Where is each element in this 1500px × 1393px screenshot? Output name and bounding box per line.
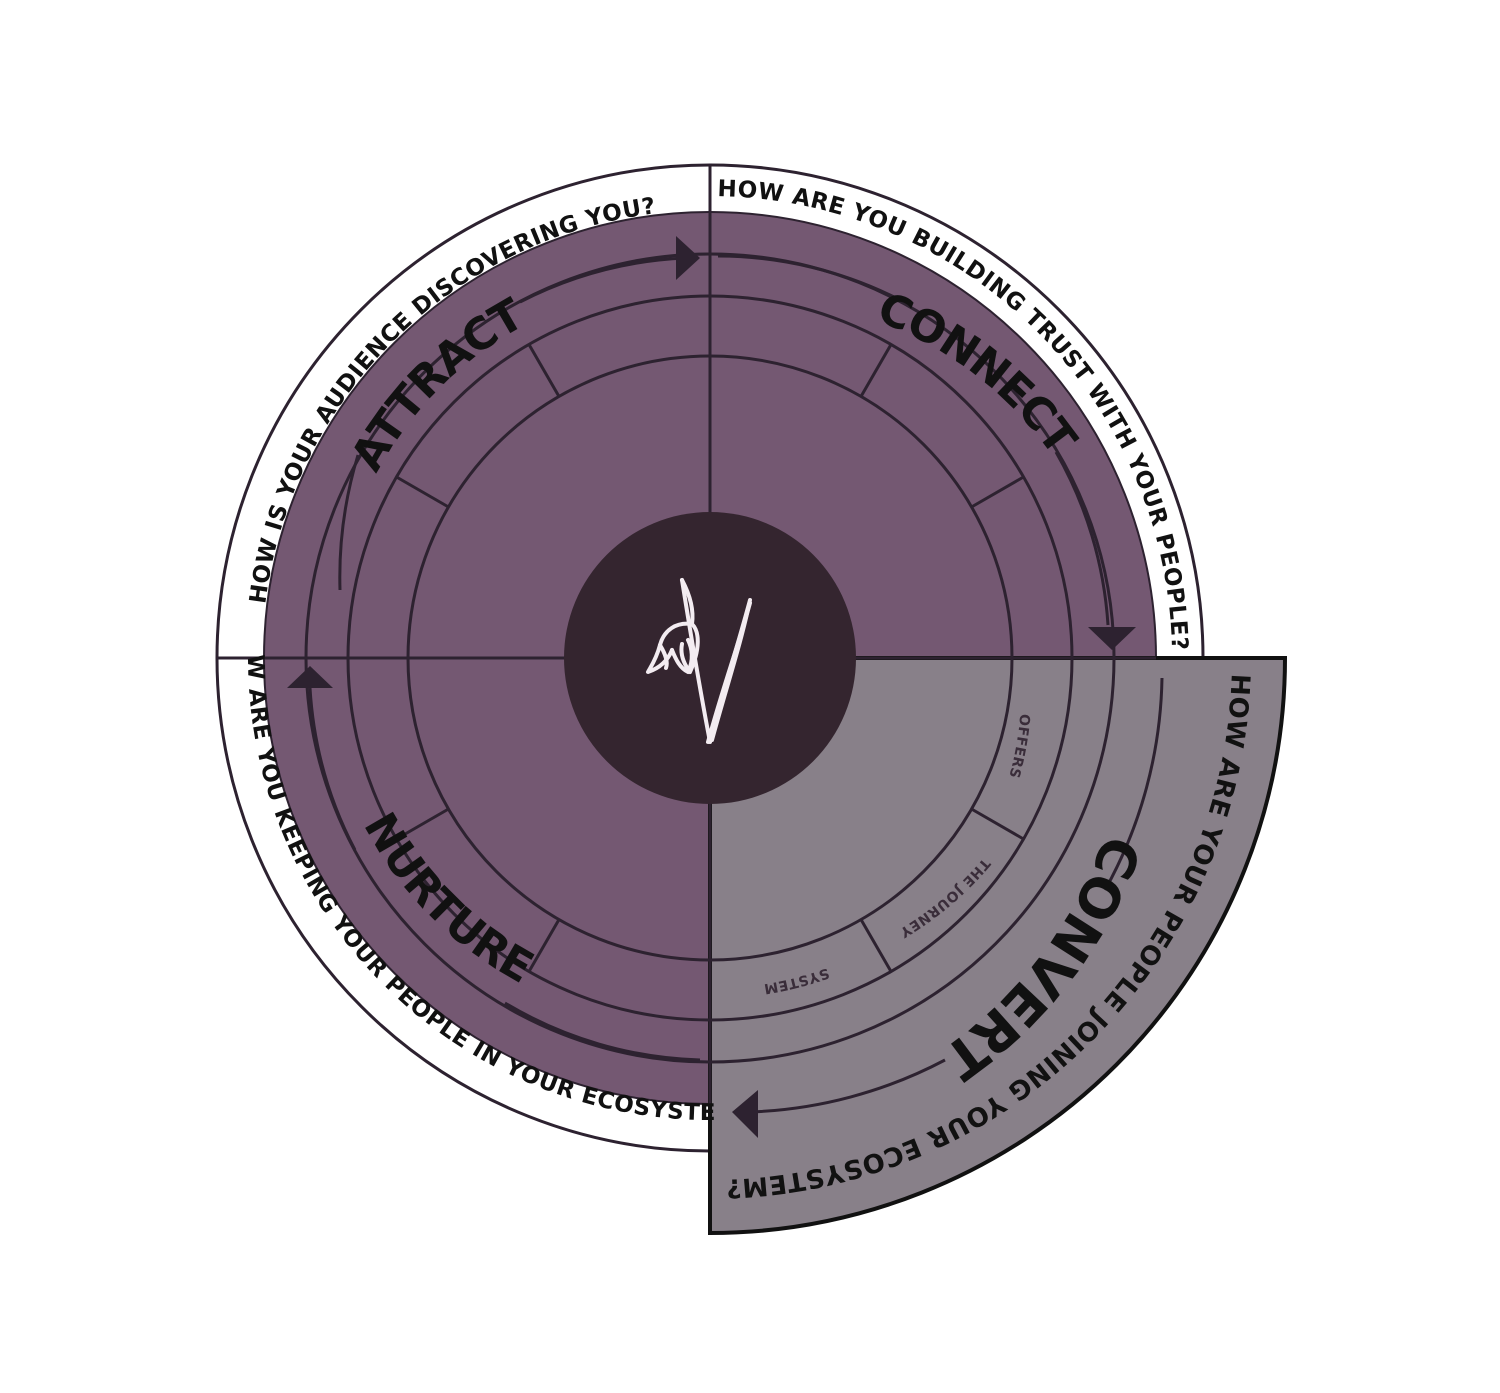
ring-segment-ticks: [395, 343, 1025, 973]
snowdrop-flower-icon: [646, 578, 752, 744]
arrowhead-right-icon: [676, 236, 700, 280]
attract-arrow-tail: [338, 454, 360, 591]
attract-arrow: [519, 256, 686, 304]
arrowhead-down-icon: [1088, 627, 1136, 650]
arrowhead-up-icon: [287, 666, 333, 688]
convert-arrow: [749, 1058, 946, 1114]
center-circle: [564, 512, 856, 804]
nurture-arrow: [308, 687, 357, 851]
connect-arrow: [1054, 451, 1110, 626]
connect-arrow-tail: [717, 254, 901, 302]
arrowhead-left-icon: [732, 1090, 758, 1138]
arrowheads: [287, 236, 1136, 1138]
convert-arrow-top: [1103, 677, 1164, 891]
flow-arrows: [308, 254, 1164, 1114]
nurture-arrow-tail: [504, 1001, 701, 1062]
